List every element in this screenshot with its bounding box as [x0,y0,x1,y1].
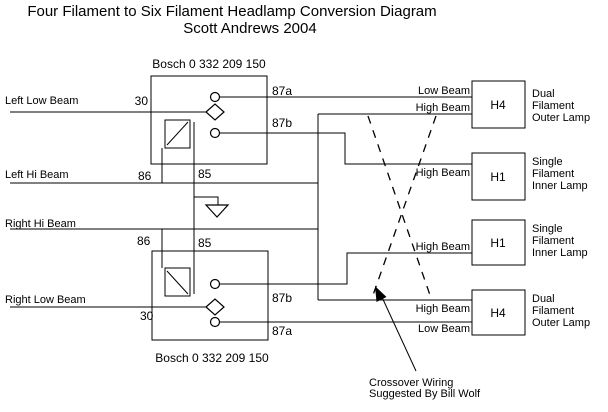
relay-bottom-coil-diagonal [166,270,189,295]
lamp-desc-outer-top-1: Dual [532,88,555,100]
lamp-desc-inner-top-3: Inner Lamp [532,180,588,192]
lamp-box-h1-inner-top [471,152,526,201]
relay-top-terminal-86-label: 86 [138,169,152,183]
relay-bottom-terminal-87a-label: 87a [272,324,292,338]
wire-label-outer-bottom-low: Low Beam [418,323,470,335]
lamp-box-h4-outer-top [471,80,526,129]
relay-top-terminal-87b-contact [209,127,221,139]
ground-icon [204,204,230,218]
lamp-id-h1-inner-bottom: H1 [490,236,506,250]
wire-label-inner-top-high: High Beam [416,167,470,179]
lamp-desc-outer-bottom-3: Outer Lamp [532,317,590,329]
annotation-arrowhead-icon [375,286,387,302]
relay-top-terminal-30-label: 30 [135,94,149,108]
annotation-arrow-line [380,294,417,372]
crossover-dashed-line-2 [371,115,437,299]
lamp-desc-outer-bottom-2: Filament [532,305,574,317]
lamp-desc-outer-top-3: Outer Lamp [532,112,590,124]
wire-label-outer-top-high: High Beam [416,102,470,114]
lamp-box-h4-outer-bottom [471,289,526,336]
feed-left-low-beam-label: Left Low Beam [5,95,78,107]
lamp-desc-inner-top-2: Filament [532,168,574,180]
relay-bottom-terminal-87b-label: 87b [272,291,292,305]
relay-bottom-part-number: Bosch 0 332 209 150 [155,351,269,365]
lamp-id-h1-inner-top: H1 [490,170,506,184]
lamp-desc-inner-bottom-3: Inner Lamp [532,247,588,259]
lamp-desc-outer-bottom-1: Dual [532,293,555,305]
diagram-author: Scott Andrews 2004 [183,20,316,37]
relay-bottom-contact-diamond-icon [205,298,225,316]
lamp-id-h4-outer-bottom: H4 [490,306,506,320]
relay-bottom-terminal-87a-contact [209,316,221,328]
wire-label-outer-bottom-high: High Beam [416,303,470,315]
lamp-desc-inner-top-1: Single [532,156,563,168]
lamp-box-h1-inner-bottom [471,219,526,266]
wire-87b-bottom-to-inner-high [219,252,472,285]
lamp-desc-outer-top-2: Filament [532,100,574,112]
crossover-dashed-line-1 [367,115,432,299]
feed-right-low-beam-label: Right Low Beam [5,294,86,306]
relay-bottom-terminal-85-label: 85 [198,236,212,250]
lamp-id-h4-outer-top: H4 [490,98,506,112]
relay-top-coil-diagonal [166,121,189,146]
relay-top-terminal-87a-label: 87a [272,84,292,98]
relay-bottom-terminal-30-label: 30 [140,309,154,323]
annotation-line1: Crossover Wiring [369,377,453,389]
relay-bottom-terminal-87b-contact [209,278,221,290]
wire-87b-top-to-inner-high [219,132,472,165]
lamp-desc-inner-bottom-1: Single [532,223,563,235]
annotation-line2: Suggested By Bill Wolf [369,388,481,400]
wire-label-inner-bottom-high: High Beam [416,241,470,253]
relay-top-terminal-87a-contact [209,91,221,103]
relay-top-terminal-87b-label: 87b [272,116,292,130]
diagram-title: Four Filament to Six Filament Headlamp C… [27,3,436,20]
relay-bottom-terminal-86-label: 86 [137,234,151,248]
relay-top-terminal-85-label: 85 [198,167,212,181]
ground-stub [194,196,219,205]
relay-top-contact-diamond-icon [205,103,225,121]
lamp-desc-inner-bottom-2: Filament [532,235,574,247]
feed-left-hi-beam-label: Left Hi Beam [5,169,69,181]
relay-top-part-number: Bosch 0 332 209 150 [152,57,266,71]
wire-label-outer-top-low: Low Beam [418,85,470,97]
feed-right-hi-beam-label: Right Hi Beam [5,218,76,230]
